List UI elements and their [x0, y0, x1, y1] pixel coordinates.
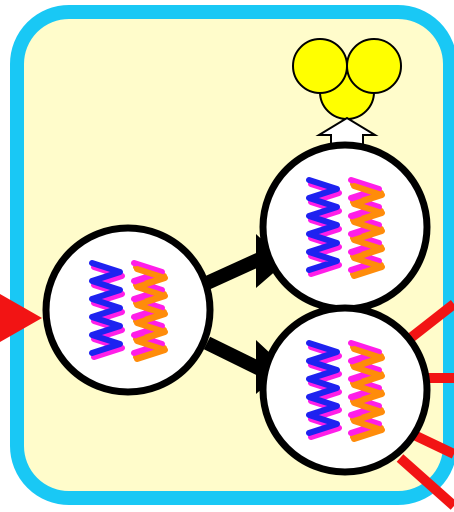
output-line	[404, 300, 454, 344]
helices-upper-right-icon	[306, 177, 385, 279]
helices-left-icon	[89, 260, 168, 362]
cell-lower-right	[259, 304, 431, 476]
input-arrow-icon	[0, 294, 42, 342]
helix-strand-orange	[351, 346, 385, 442]
helix-strand-blue	[89, 260, 123, 356]
helix-strand-orange	[134, 266, 168, 362]
sphere	[292, 38, 348, 94]
helix-strand-blue	[306, 177, 340, 273]
yellow-spheres-icon	[292, 38, 402, 120]
helix-strand-orange	[351, 183, 385, 279]
cell-upper-right	[259, 141, 431, 313]
cell-membrane	[259, 304, 431, 476]
output-line	[396, 454, 454, 510]
output-line	[409, 429, 454, 459]
helix-strand-blue	[306, 340, 340, 436]
arrow-shaft-lower	[203, 336, 266, 377]
cell-left	[42, 224, 214, 396]
helices-lower-right-icon	[306, 340, 385, 442]
output-lines	[396, 300, 454, 510]
sphere	[346, 38, 402, 94]
arrow-shaft-upper	[204, 251, 265, 290]
cell-membrane	[259, 141, 431, 313]
cell-membrane	[42, 224, 214, 396]
